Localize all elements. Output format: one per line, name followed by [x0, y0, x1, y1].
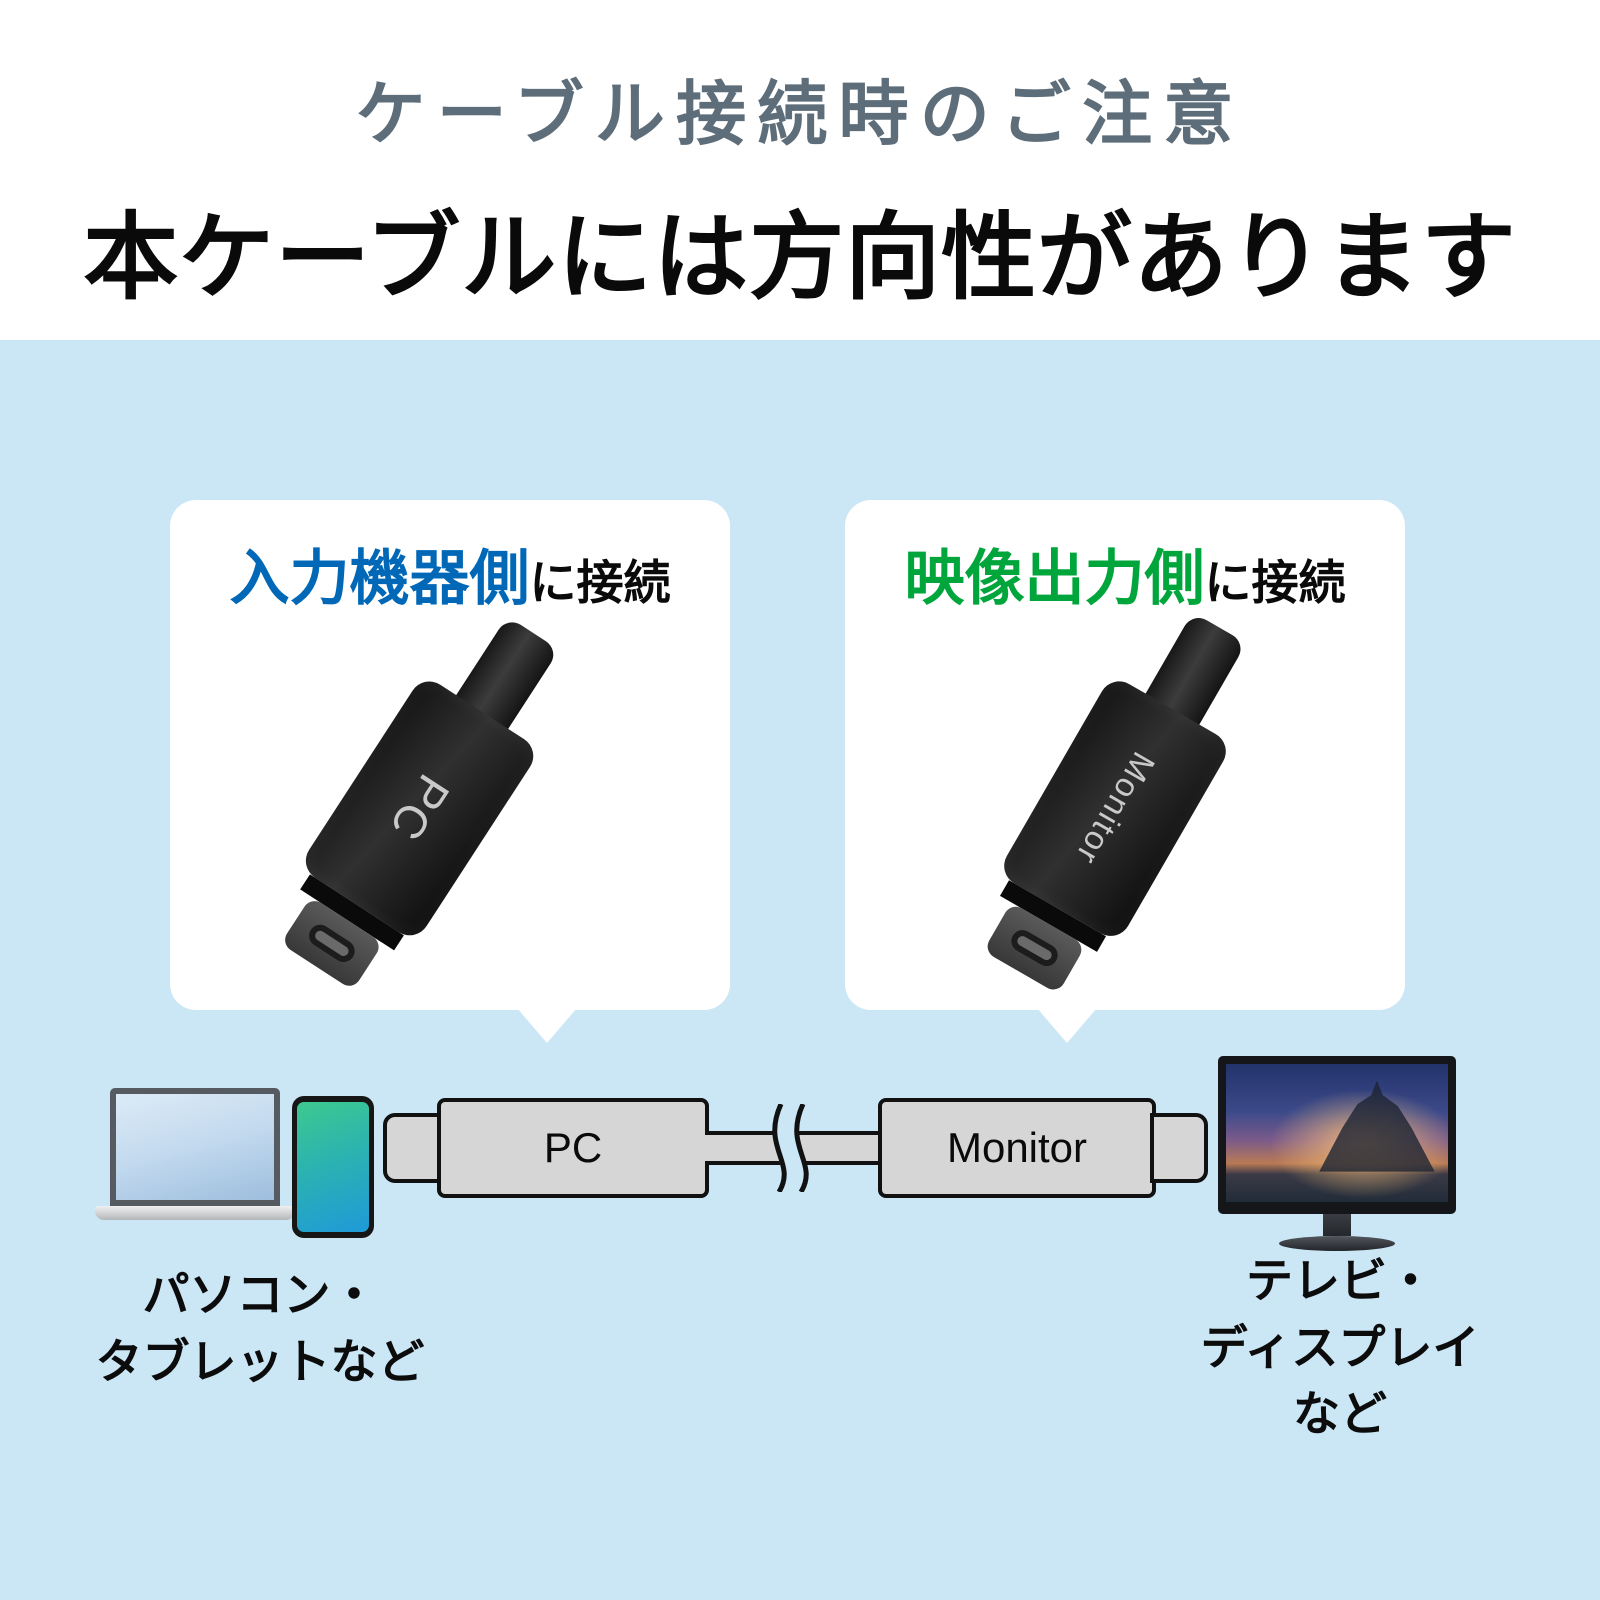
output-side-highlight: 映像出力側	[904, 545, 1205, 612]
input-side-card: 入力機器側に接続 PC	[170, 500, 730, 1043]
pc-connector-diagram-label: PC	[543, 1124, 603, 1171]
monitor-connector-label: Monitor	[1068, 745, 1163, 872]
cable-break-icon	[772, 1104, 809, 1192]
input-side-suffix: に接続	[529, 556, 671, 609]
pc-connector-label: PC	[379, 765, 460, 852]
left-caption-line: パソコン・	[142, 1268, 378, 1321]
right-caption-line: など	[1293, 1387, 1387, 1441]
pc-plug-icon	[383, 1113, 441, 1183]
usb-c-slot	[304, 920, 359, 967]
monitor-connector-photo: Monitor	[960, 593, 1280, 1008]
smartphone-screen	[297, 1102, 369, 1232]
input-side-highlight: 入力機器側	[229, 545, 530, 612]
header: ケーブル接続時のご注意 本ケーブルには方向性があります	[0, 0, 1600, 340]
output-side-card: 映像出力側に接続 Monitor	[845, 500, 1405, 1043]
notice-subtitle: ケーブル接続時のご注意	[355, 75, 1245, 153]
speech-tail	[517, 1008, 577, 1043]
speech-tail	[1037, 1008, 1097, 1043]
monitor-picture	[1226, 1064, 1448, 1202]
monitor-plug-icon	[1150, 1113, 1208, 1183]
usb-c-slot	[1007, 926, 1062, 971]
right-caption: テレビ・ ディスプレイ など	[1150, 1248, 1530, 1448]
notice-title: 本ケーブルには方向性があります	[83, 205, 1517, 311]
right-caption-line: ディスプレイ	[1200, 1320, 1480, 1374]
laptop-icon	[95, 1088, 295, 1220]
smartphone-icon	[292, 1096, 374, 1238]
pc-connector-diagram: PC	[437, 1098, 709, 1198]
monitor-stand-base	[1279, 1236, 1395, 1251]
monitor-stand-neck	[1323, 1214, 1351, 1236]
laptop-screen	[110, 1088, 280, 1206]
monitor-icon	[1218, 1056, 1456, 1251]
monitor-connector-diagram: Monitor	[878, 1098, 1156, 1198]
monitor-connector-diagram-label: Monitor	[946, 1124, 1088, 1171]
laptop-base	[95, 1206, 295, 1220]
right-caption-line: テレビ・	[1246, 1254, 1434, 1307]
monitor-screen	[1218, 1056, 1456, 1214]
output-side-card-title: 映像出力側に接続	[845, 530, 1405, 617]
pc-connector-photo: PC	[258, 595, 592, 1005]
content-area: 入力機器側に接続 PC 映像出力側に接続 Mon	[0, 340, 1600, 1600]
left-caption-line: タブレットなど	[95, 1334, 425, 1388]
left-caption: パソコン・ タブレットなど	[60, 1262, 460, 1395]
input-side-card-title: 入力機器側に接続	[170, 530, 730, 617]
output-side-suffix: に接続	[1204, 556, 1346, 609]
